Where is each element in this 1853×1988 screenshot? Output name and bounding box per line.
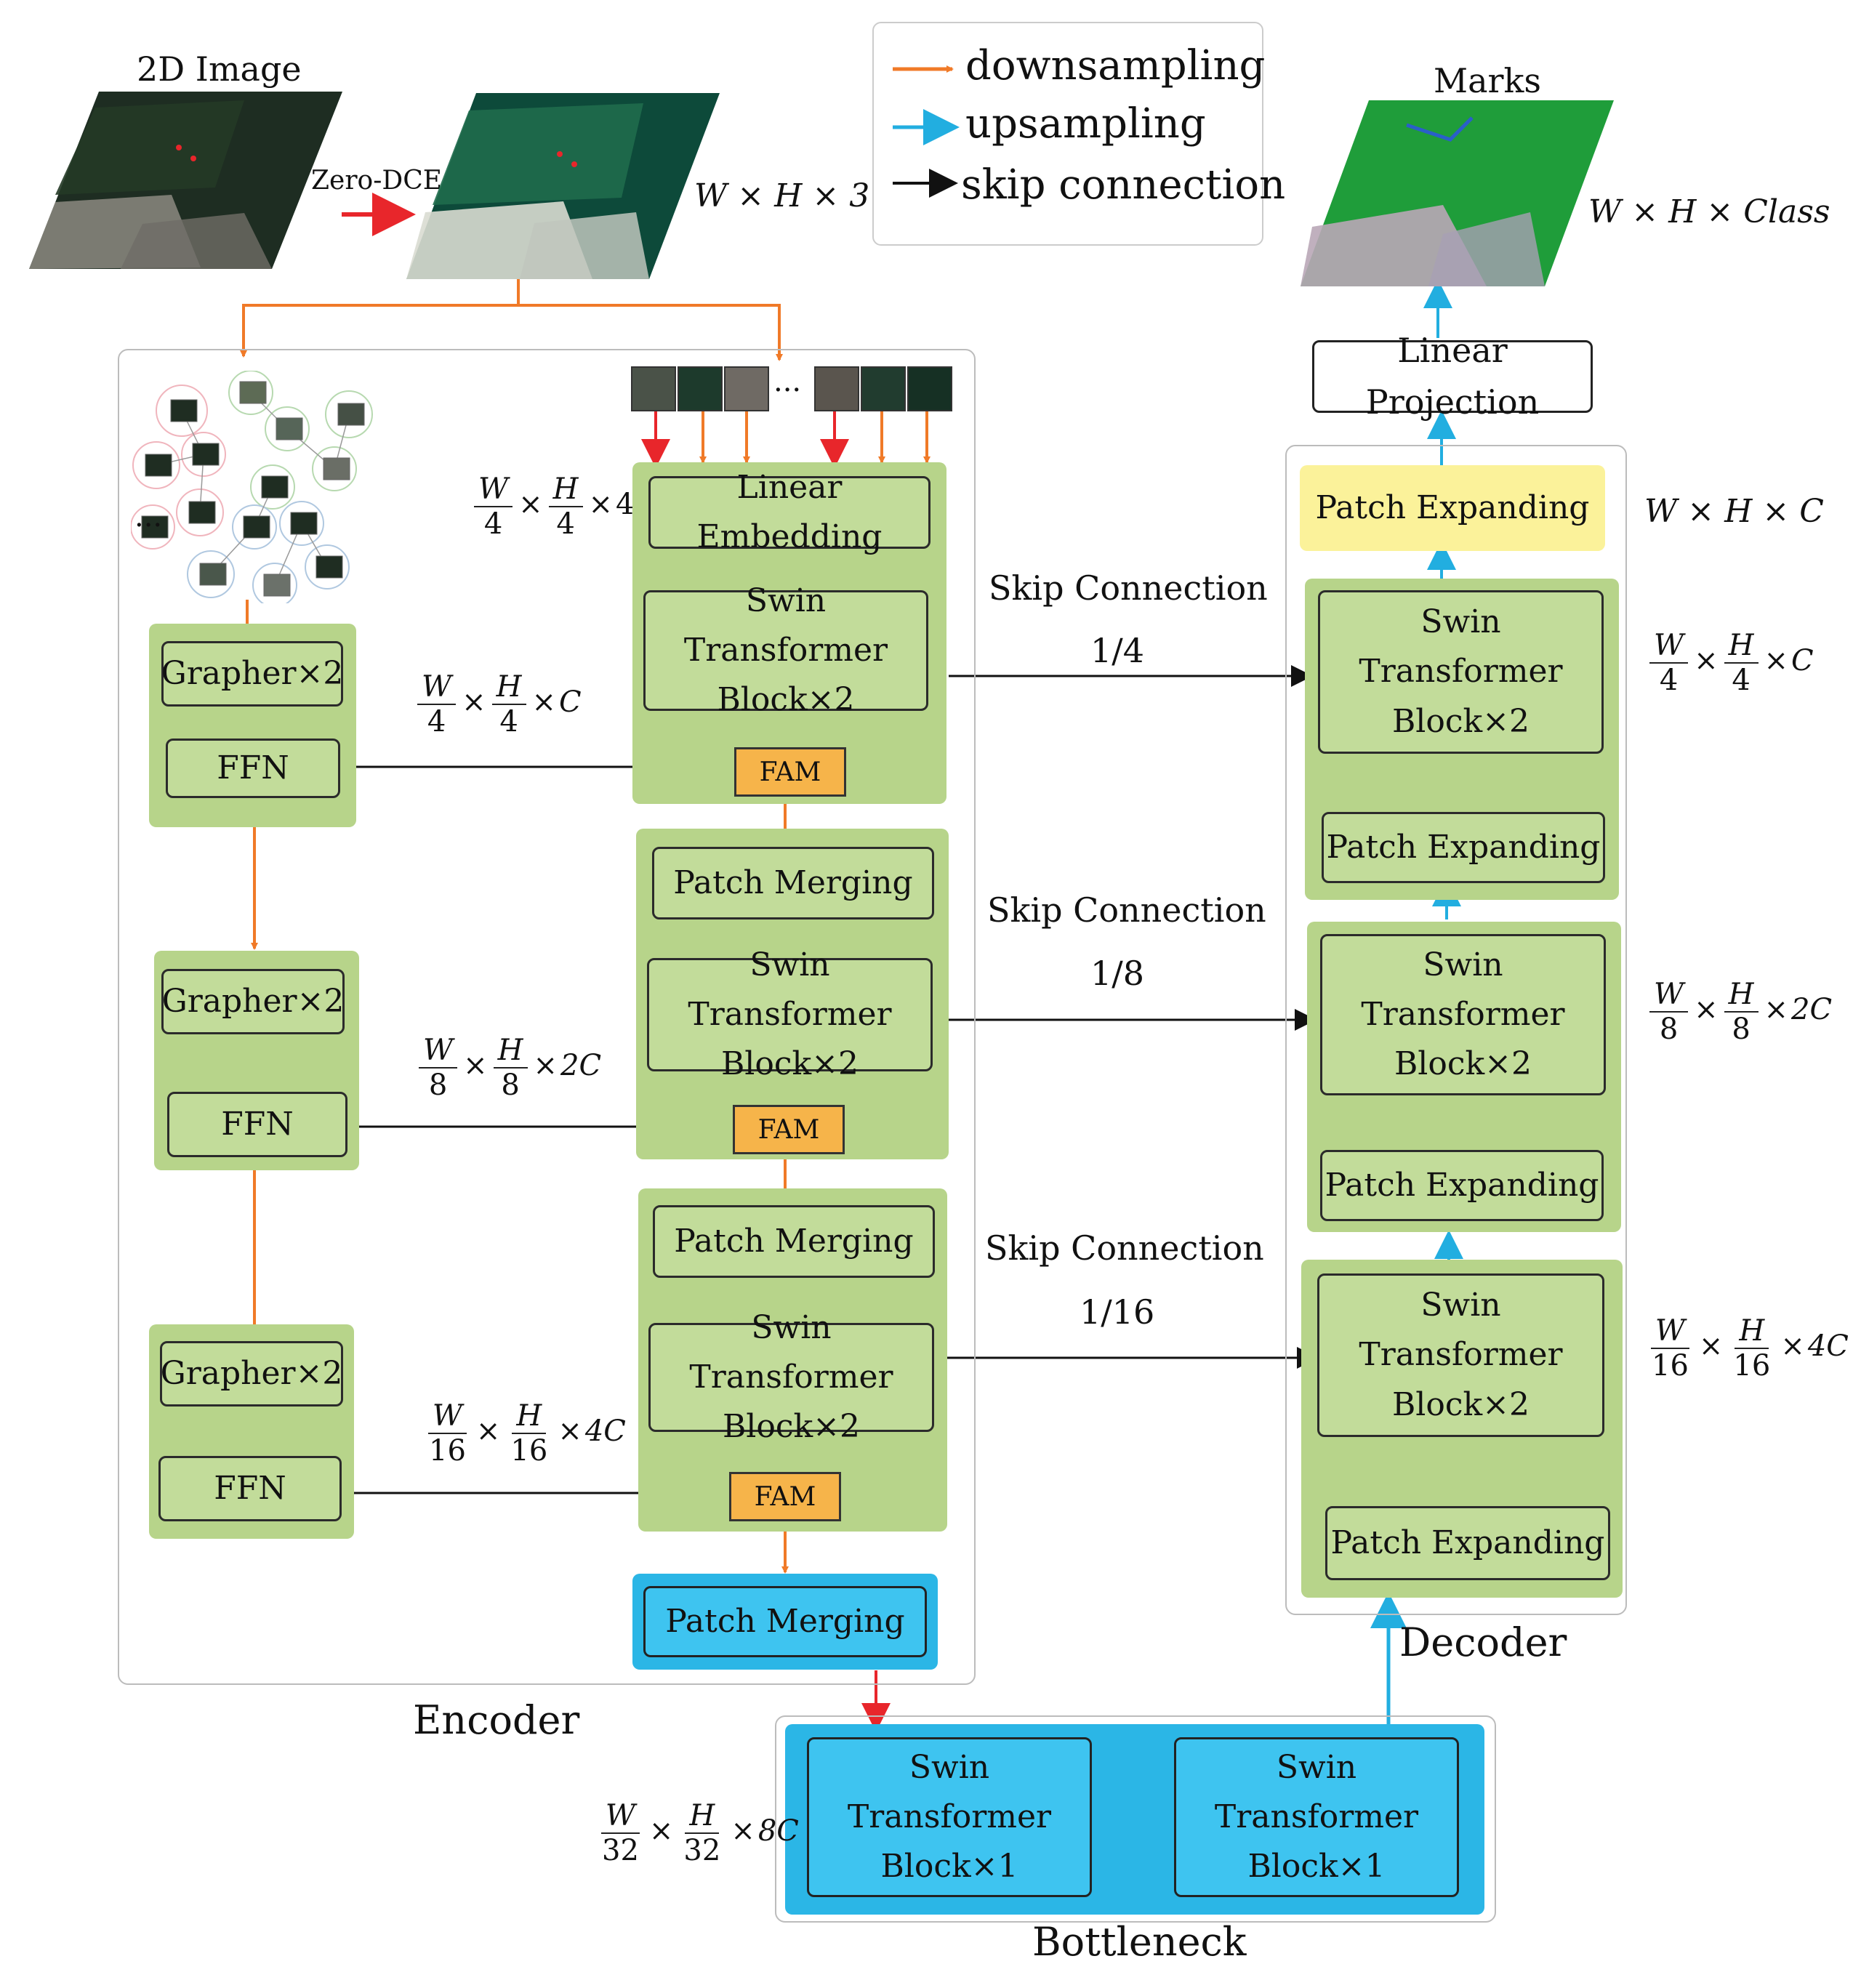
encoder-swin-box-3: Swin Transformer Block×2 bbox=[648, 1309, 934, 1445]
output-image-label: Marks bbox=[1434, 61, 1541, 100]
decoder-swin-2-line2: Block×2 bbox=[1394, 1045, 1532, 1083]
decoder-expand-box-3: Patch Expanding bbox=[1325, 1506, 1610, 1580]
bottleneck-block-1-line1: Swin Transformer bbox=[847, 1748, 1052, 1835]
encoder-swin-box-1: Swin Transformer Block×2 bbox=[643, 582, 928, 718]
linear-projection-box: Linear Projection bbox=[1312, 331, 1593, 422]
decoder-expand-box-1: Patch Expanding bbox=[1322, 812, 1605, 883]
decoder-swin-box-2: Swin Transformer Block×2 bbox=[1320, 934, 1606, 1095]
encoder-swin-3-line2: Block×2 bbox=[722, 1408, 861, 1446]
ffn-box-2: FFN bbox=[167, 1092, 347, 1157]
final-patch-merging-box: Patch Merging bbox=[643, 1586, 927, 1657]
enhanced-image bbox=[406, 93, 720, 279]
bottleneck-block-2: Swin Transformer Block×1 bbox=[1174, 1737, 1459, 1897]
grapher-box-2: Grapher×2 bbox=[161, 969, 345, 1034]
decoder-title: Decoder bbox=[1399, 1619, 1567, 1665]
encoder-swin-3-line1: Swin Transformer bbox=[689, 1308, 893, 1396]
encoder-title: Encoder bbox=[413, 1697, 580, 1743]
legend bbox=[872, 22, 1263, 246]
decoder-swin-box-1: Swin Transformer Block×2 bbox=[1318, 590, 1604, 754]
encoder-swin-1-line1: Swin Transformer bbox=[683, 581, 888, 669]
patch-merging-box-1: Patch Merging bbox=[652, 847, 934, 919]
skip-ratio-1: 1/4 bbox=[1090, 631, 1145, 670]
ffn-box-3: FFN bbox=[158, 1456, 342, 1521]
skip-label-1: Skip Connection bbox=[989, 568, 1268, 608]
fam-box-1: FAM bbox=[734, 747, 846, 797]
bottleneck-block-1-line2: Block×1 bbox=[880, 1848, 1018, 1886]
bottleneck-block-1: Swin Transformer Block×1 bbox=[807, 1737, 1092, 1897]
fam-box-3: FAM bbox=[729, 1472, 841, 1521]
bottleneck-title: Bottleneck bbox=[1032, 1919, 1247, 1965]
decoder-swin-2-line1: Swin Transformer bbox=[1361, 946, 1565, 1033]
bottleneck-block-2-line1: Swin Transformer bbox=[1214, 1748, 1419, 1835]
decoder-swin-box-3: Swin Transformer Block×2 bbox=[1317, 1273, 1604, 1437]
grapher-box-3: Grapher×2 bbox=[160, 1341, 343, 1407]
patch-tile bbox=[861, 366, 906, 411]
patch-arrows bbox=[641, 411, 930, 468]
patch-tile bbox=[678, 366, 723, 411]
input-image-label: 2D Image bbox=[137, 49, 302, 89]
encoder-swin-2-line1: Swin Transformer bbox=[688, 946, 892, 1033]
patch-ellipsis: ... bbox=[773, 365, 802, 398]
skip-label-2: Skip Connection bbox=[987, 890, 1266, 930]
linear-embedding-box: Linear Embedding bbox=[648, 469, 930, 555]
fam-box-2: FAM bbox=[733, 1105, 845, 1154]
legend-label-skip-connection: skip connection bbox=[961, 161, 1286, 209]
encoder-swin-1-line2: Block×2 bbox=[717, 681, 855, 719]
enhanced-dims: W × H × 3 bbox=[694, 177, 870, 214]
bottleneck-block-2-line2: Block×1 bbox=[1247, 1848, 1386, 1886]
decoder-expand-box-2: Patch Expanding bbox=[1320, 1150, 1604, 1221]
decoder-swin-1-line1: Swin Transformer bbox=[1359, 603, 1563, 691]
split-line-right bbox=[518, 304, 783, 361]
patch-tile bbox=[724, 366, 769, 411]
encoder-swin-2-line2: Block×2 bbox=[720, 1045, 859, 1083]
zero-dce-label: Zero-DCE bbox=[311, 166, 443, 196]
skip-ratio-2: 1/8 bbox=[1090, 954, 1145, 993]
output-dims: W × H × Class bbox=[1588, 193, 1830, 230]
skip-label-3: Skip Connection bbox=[985, 1228, 1264, 1268]
top-patch-expanding-box: Patch Expanding bbox=[1300, 465, 1605, 551]
graph-ellipsis: ... bbox=[134, 500, 163, 534]
patch-tile bbox=[631, 366, 676, 411]
output-image bbox=[1301, 100, 1614, 286]
patch-merging-box-2: Patch Merging bbox=[653, 1205, 935, 1278]
ffn-box-1: FFN bbox=[166, 739, 340, 798]
split-line bbox=[240, 276, 520, 358]
decoder-swin-1-line2: Block×2 bbox=[1391, 702, 1530, 740]
grapher-box-1: Grapher×2 bbox=[161, 641, 343, 707]
decoder-container bbox=[1285, 445, 1627, 1615]
encoder-container bbox=[118, 349, 976, 1685]
embed-dims: W4×H4×48 bbox=[471, 472, 653, 541]
decoder-swin-3-line2: Block×2 bbox=[1391, 1385, 1530, 1423]
input-image bbox=[29, 92, 342, 269]
patch-tile bbox=[907, 366, 952, 411]
legend-label-downsampling: downsampling bbox=[965, 42, 1266, 89]
skip-ratio-3: 1/16 bbox=[1080, 1292, 1155, 1332]
bottleneck-container bbox=[775, 1715, 1496, 1923]
legend-label-upsampling: upsampling bbox=[965, 100, 1206, 148]
encoder-swin-box-2: Swin Transformer Block×2 bbox=[647, 946, 933, 1082]
patch-tile bbox=[814, 366, 859, 411]
decoder-swin-3-line1: Swin Transformer bbox=[1359, 1287, 1563, 1374]
patch-graph bbox=[131, 371, 373, 603]
decoder-dims-top: W × H × C bbox=[1644, 493, 1824, 530]
